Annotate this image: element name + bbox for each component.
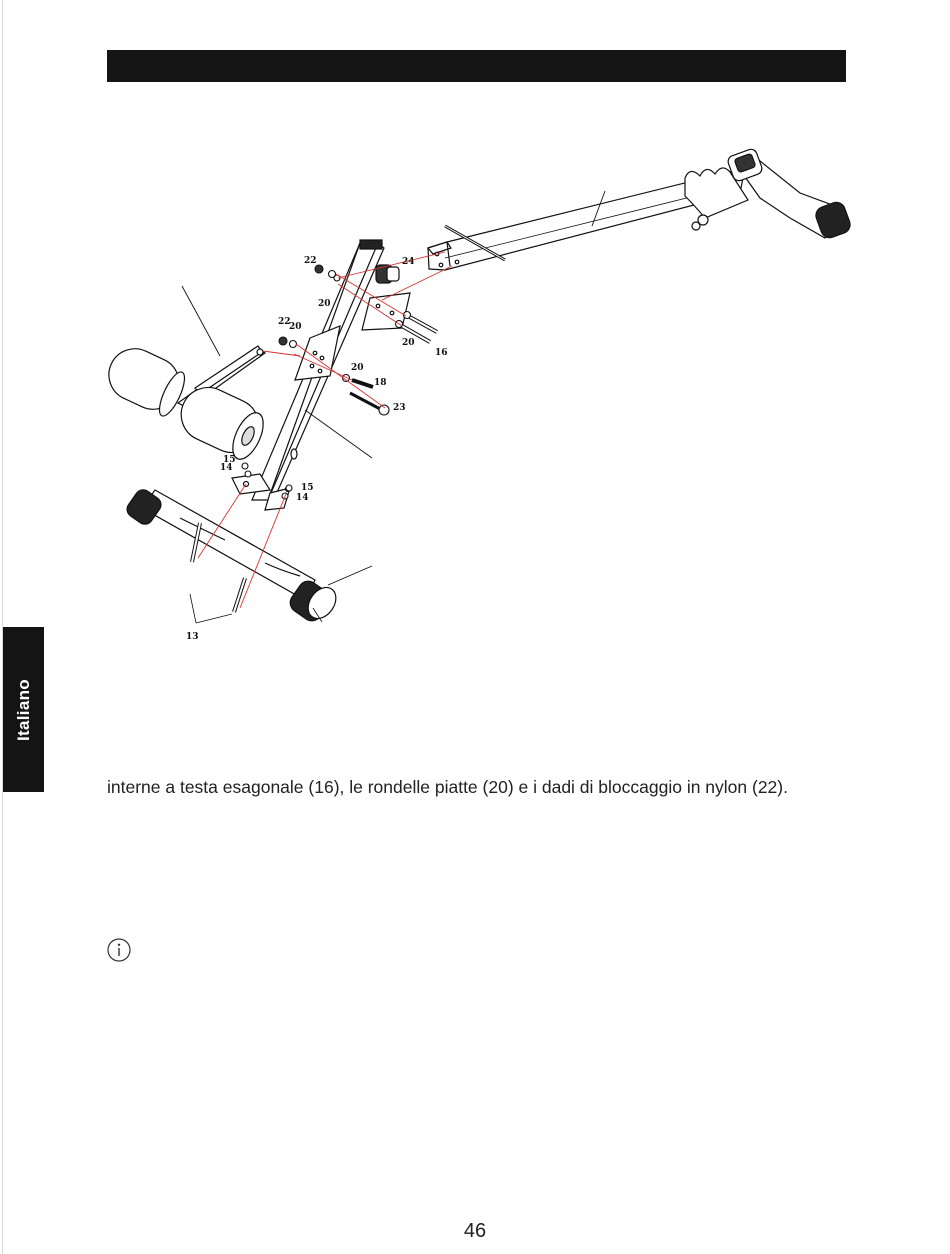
language-tab: Italiano	[3, 627, 44, 792]
part-label-18: 18	[374, 378, 387, 388]
part-label-20: 20	[289, 322, 302, 332]
front-stabilizer	[124, 487, 372, 625]
part-label-15: 15	[301, 483, 314, 493]
assembly-diagram: 22 24 20 22 20 20 16 20 18 23 15 14 15 1…	[100, 148, 860, 658]
part-label-22: 22	[304, 256, 317, 266]
instruction-paragraph: interne a testa esagonale (16), le ronde…	[107, 775, 867, 799]
info-icon	[107, 938, 131, 962]
part-label-16: 16	[435, 348, 448, 358]
part-label-20: 20	[351, 363, 364, 373]
center-post	[232, 240, 410, 510]
language-tab-label: Italiano	[14, 679, 34, 741]
leg-roller-assembly	[100, 286, 269, 464]
part-label-23: 23	[393, 403, 406, 413]
part-label-20: 20	[402, 338, 415, 348]
part-label-24: 24	[402, 257, 415, 267]
main-rail	[428, 148, 853, 270]
part-label-13: 13	[186, 632, 199, 642]
part-label-14: 14	[220, 463, 233, 473]
page-number: 46	[0, 1220, 950, 1243]
part-label-14: 14	[296, 493, 309, 503]
part-label-20: 20	[318, 299, 331, 309]
section-header-bar	[107, 50, 846, 82]
